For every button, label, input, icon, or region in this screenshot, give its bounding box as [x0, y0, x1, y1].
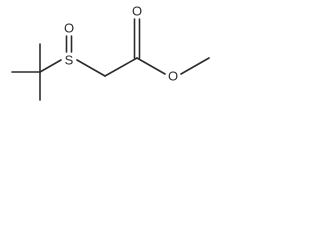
ester-oxygen-label: O	[168, 69, 178, 84]
bond-methylene-carbonyl	[104, 57, 138, 77]
sulfur-atom-label: S	[65, 53, 74, 68]
atom-labels: S O O O	[64, 4, 178, 84]
bond-carbonyl-ester-oxygen	[136, 57, 166, 75]
bonds	[11, 18, 210, 101]
bond-sulfur-methylene	[76, 59, 106, 77]
sulfinyl-oxygen-label: O	[64, 21, 74, 36]
bond-tbutyl-sulfur	[39, 59, 62, 73]
bond-ester-oxygen-methyl	[180, 57, 210, 75]
carbonyl-oxygen-label: O	[132, 4, 142, 19]
chemical-structure-diagram: S O O O	[11, 4, 210, 101]
